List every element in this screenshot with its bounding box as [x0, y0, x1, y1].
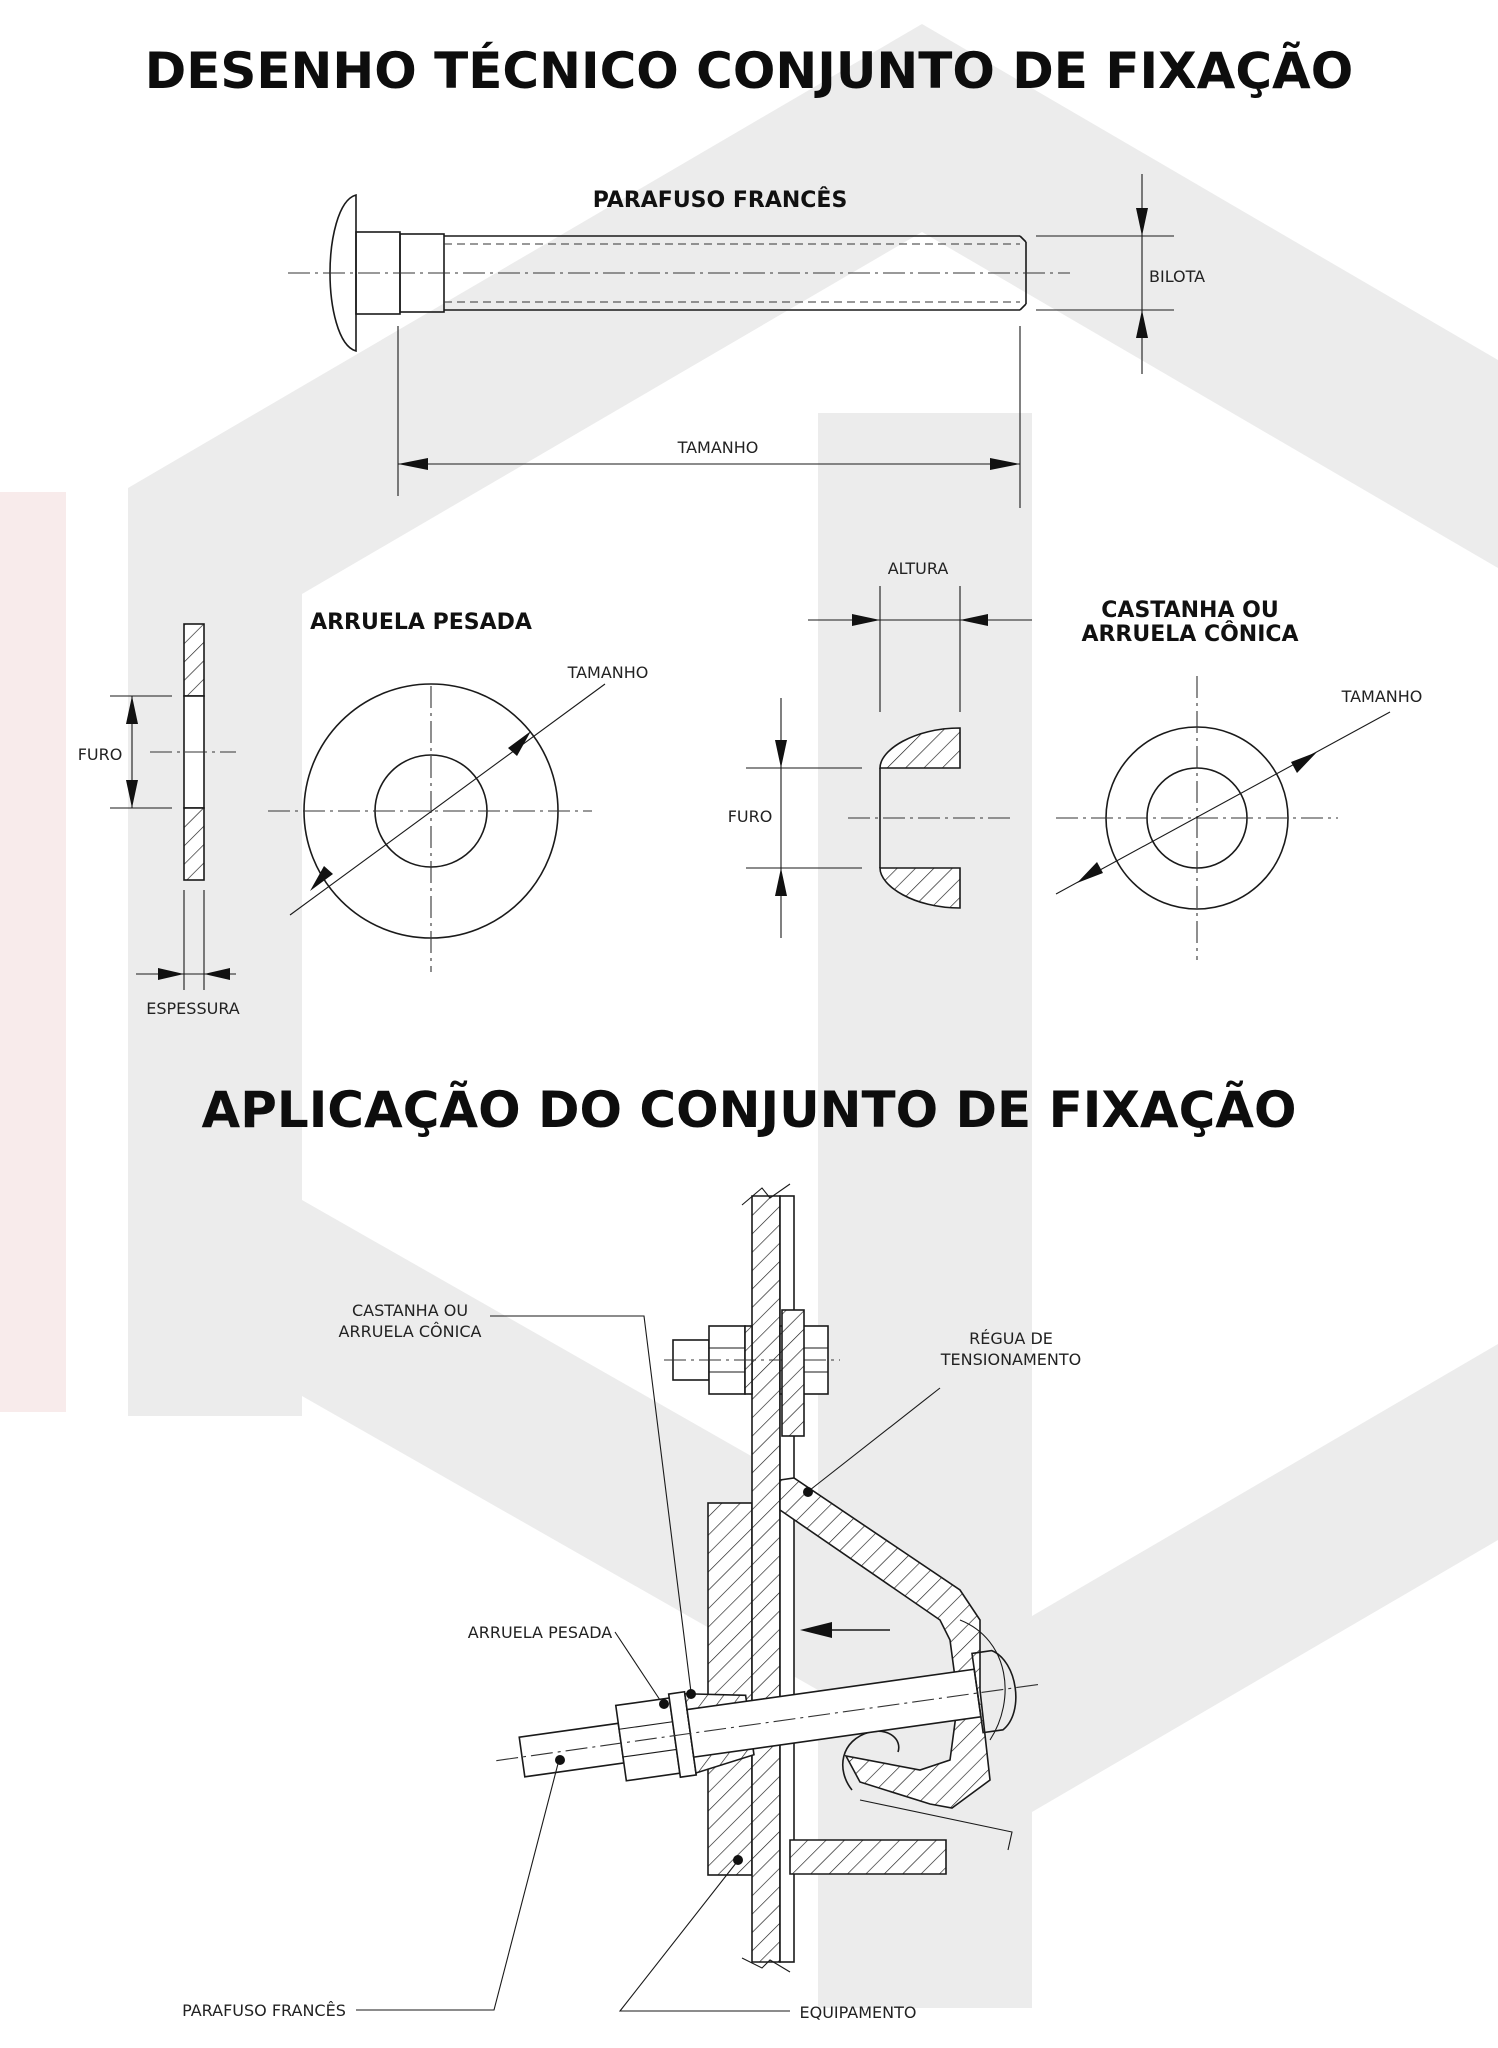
app-label-conical-line2: ARRUELA CÔNICA [339, 1322, 482, 1341]
carriage-bolt-view: PARAFUSO FRANCÊS TAMANHO BILOTA [288, 174, 1205, 508]
conical-hole-label: FURO [728, 807, 773, 826]
washer-title: ARRUELA PESADA [310, 610, 532, 635]
conical-title-line2: ARRUELA CÔNICA [1081, 621, 1298, 647]
side-strip [0, 492, 66, 1412]
bolt-length-label: TAMANHO [677, 438, 759, 457]
washer-thickness-label: ESPESSURA [146, 999, 240, 1018]
drawing-title: DESENHO TÉCNICO CONJUNTO DE FIXAÇÃO [145, 41, 1354, 100]
conical-size-label: TAMANHO [1341, 687, 1423, 706]
conical-washer-view: CASTANHA OU ARRUELA CÔNICA ALTURA FURO T… [728, 559, 1423, 960]
heavy-washer-view: ARRUELA PESADA FURO ESPESSURA TAMANHO [78, 610, 649, 1018]
washer-size-label: TAMANHO [567, 663, 649, 682]
conical-height-label: ALTURA [888, 559, 949, 578]
app-label-ruler-line2: TENSIONAMENTO [940, 1350, 1081, 1369]
application-assembly: CASTANHA OU ARRUELA CÔNICA RÉGUA DE TENS… [182, 1183, 1081, 2022]
watermark-logo-lower [302, 1200, 1498, 1812]
structure-plate [751, 1195, 781, 1963]
application-title: APLICAÇÃO DO CONJUNTO DE FIXAÇÃO [202, 1080, 1297, 1139]
washer-hole-label: FURO [78, 745, 123, 764]
app-label-bolt: PARAFUSO FRANCÊS [182, 2001, 346, 2020]
app-label-washer: ARRUELA PESADA [468, 1623, 613, 1642]
app-label-ruler-line1: RÉGUA DE [969, 1329, 1053, 1348]
equipment-plate [707, 1502, 753, 1876]
app-label-equipment: EQUIPAMENTO [800, 2003, 917, 2022]
bolt-diameter-label: BILOTA [1149, 267, 1205, 286]
tension-ruler [779, 1477, 991, 1809]
app-label-conical-line1: CASTANHA OU [352, 1301, 468, 1320]
main-bolt-head [971, 1649, 1017, 1734]
background-watermark [0, 24, 1498, 2008]
bolt-title: PARAFUSO FRANCÊS [593, 187, 848, 213]
watermark-logo-outline [128, 24, 1498, 1416]
conical-title-line1: CASTANHA OU [1101, 598, 1278, 623]
